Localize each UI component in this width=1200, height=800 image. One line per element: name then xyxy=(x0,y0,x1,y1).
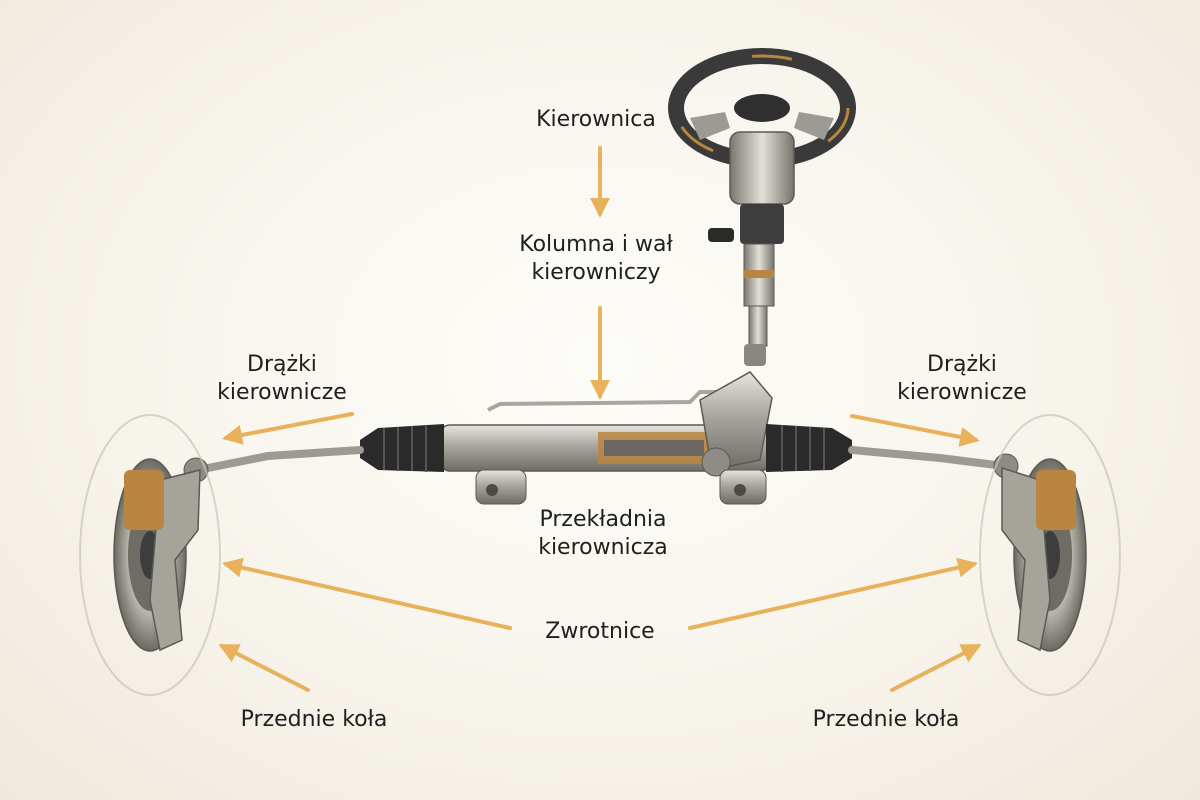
arrow-to-knuckle-left xyxy=(222,557,512,630)
label-steering-column: Kolumna i wał kierowniczy xyxy=(519,231,673,287)
flow-arrows xyxy=(218,146,982,692)
label-tie-rods-right-line2: kierownicze xyxy=(897,380,1027,405)
label-steering-gear-line1: Przekładnia xyxy=(539,507,667,532)
label-steering-wheel-text: Kierownica xyxy=(536,107,656,132)
label-knuckles-text: Zwrotnice xyxy=(545,619,655,644)
label-wheels-left: Przednie koła xyxy=(241,706,388,734)
label-knuckles: Zwrotnice xyxy=(545,618,654,646)
arrow-to-wheel-right xyxy=(890,644,982,692)
steering-knuckle-left xyxy=(124,469,201,652)
arrow-to-wheel-left xyxy=(218,644,310,692)
tie-rod-left xyxy=(183,446,364,483)
label-steering-gear: Przekładnia kierownicza xyxy=(538,506,668,562)
rack-boot-left xyxy=(360,424,444,472)
label-wheels-right: Przednie koła xyxy=(813,706,960,734)
front-wheel-left xyxy=(79,414,221,696)
label-steering-column-line2: kierowniczy xyxy=(531,260,661,285)
steering-gear-housing xyxy=(439,371,773,505)
arrow-to-tie-rod-left xyxy=(222,412,354,445)
front-wheel-right xyxy=(979,414,1121,696)
label-steering-column-line1: Kolumna i wał xyxy=(519,232,673,257)
label-wheels-right-text: Przednie koła xyxy=(812,707,960,732)
label-steering-wheel: Kierownica xyxy=(536,106,656,134)
label-tie-rods-left-line2: kierownicze xyxy=(217,380,347,405)
label-tie-rods-right: Drążki kierownicze xyxy=(897,351,1027,407)
label-tie-rods-left: Drążki kierownicze xyxy=(217,351,347,407)
rack-boot-right xyxy=(766,424,852,472)
label-steering-gear-line2: kierownicza xyxy=(538,535,668,560)
steering-column xyxy=(708,131,795,366)
steering-knuckle-right xyxy=(1001,466,1076,652)
arrow-to-tie-rod-right xyxy=(850,414,980,447)
label-tie-rods-right-line1: Drążki xyxy=(927,352,997,377)
arrow-to-knuckle-right xyxy=(688,557,978,630)
label-wheels-left-text: Przednie koła xyxy=(240,707,388,732)
label-tie-rods-left-line1: Drążki xyxy=(247,352,317,377)
